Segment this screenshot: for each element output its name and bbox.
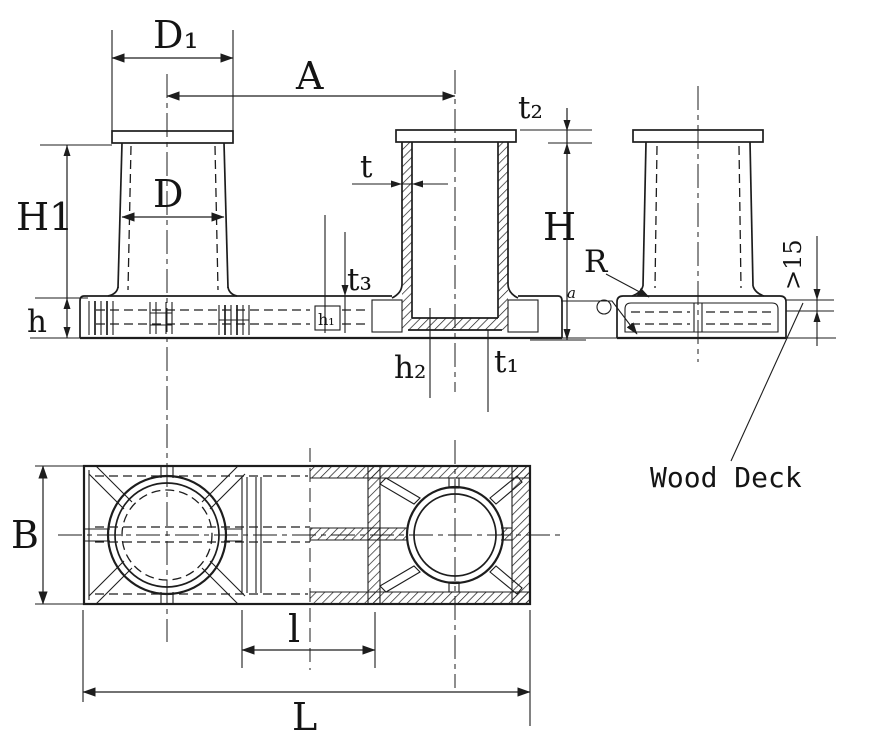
dimensions: D₁ A t₂ H t H1 h D t₃ bbox=[11, 13, 821, 739]
dim-label-h-height: H bbox=[543, 205, 576, 249]
side-base bbox=[616, 295, 787, 340]
dim-label-b: B bbox=[11, 513, 39, 557]
plan-view bbox=[58, 424, 560, 688]
dim-label-t: t bbox=[360, 149, 373, 185]
wood-deck-label: Wood Deck bbox=[650, 461, 802, 494]
dim-label-t1: t₁ bbox=[494, 344, 519, 380]
dim-label-l-big: L bbox=[292, 695, 317, 739]
middle-post-section bbox=[391, 70, 519, 392]
dim-label-t2: t₂ bbox=[518, 90, 543, 126]
dim-label-h1: h₁ bbox=[318, 310, 335, 329]
dim-label-r: R bbox=[584, 244, 609, 280]
h1-label-box bbox=[314, 305, 341, 331]
dim-label-min15: >15 bbox=[779, 239, 807, 290]
weld-all-around-symbol bbox=[596, 299, 612, 315]
side-view bbox=[562, 86, 836, 362]
weld-leader bbox=[561, 300, 638, 335]
dim-label-h2: h₂ bbox=[394, 350, 426, 386]
base-rib-ticks bbox=[88, 301, 250, 335]
dim-label-l-small: l bbox=[288, 607, 300, 651]
dim-label-a: A bbox=[295, 54, 324, 98]
dim-label-d: D bbox=[153, 172, 183, 216]
plan-section-right bbox=[310, 466, 530, 604]
dim-label-h: h bbox=[27, 304, 47, 340]
dim-label-t3: t₃ bbox=[347, 262, 372, 298]
dim-label-d1: D₁ bbox=[153, 13, 199, 57]
wood-deck-leader bbox=[730, 302, 804, 462]
weld-size-label: a bbox=[567, 284, 576, 302]
front-elevation-view bbox=[79, 70, 563, 424]
front-base bbox=[79, 215, 563, 340]
side-post bbox=[631, 86, 765, 362]
dim-label-h1-height: H1 bbox=[16, 195, 73, 239]
left-post bbox=[107, 74, 238, 424]
